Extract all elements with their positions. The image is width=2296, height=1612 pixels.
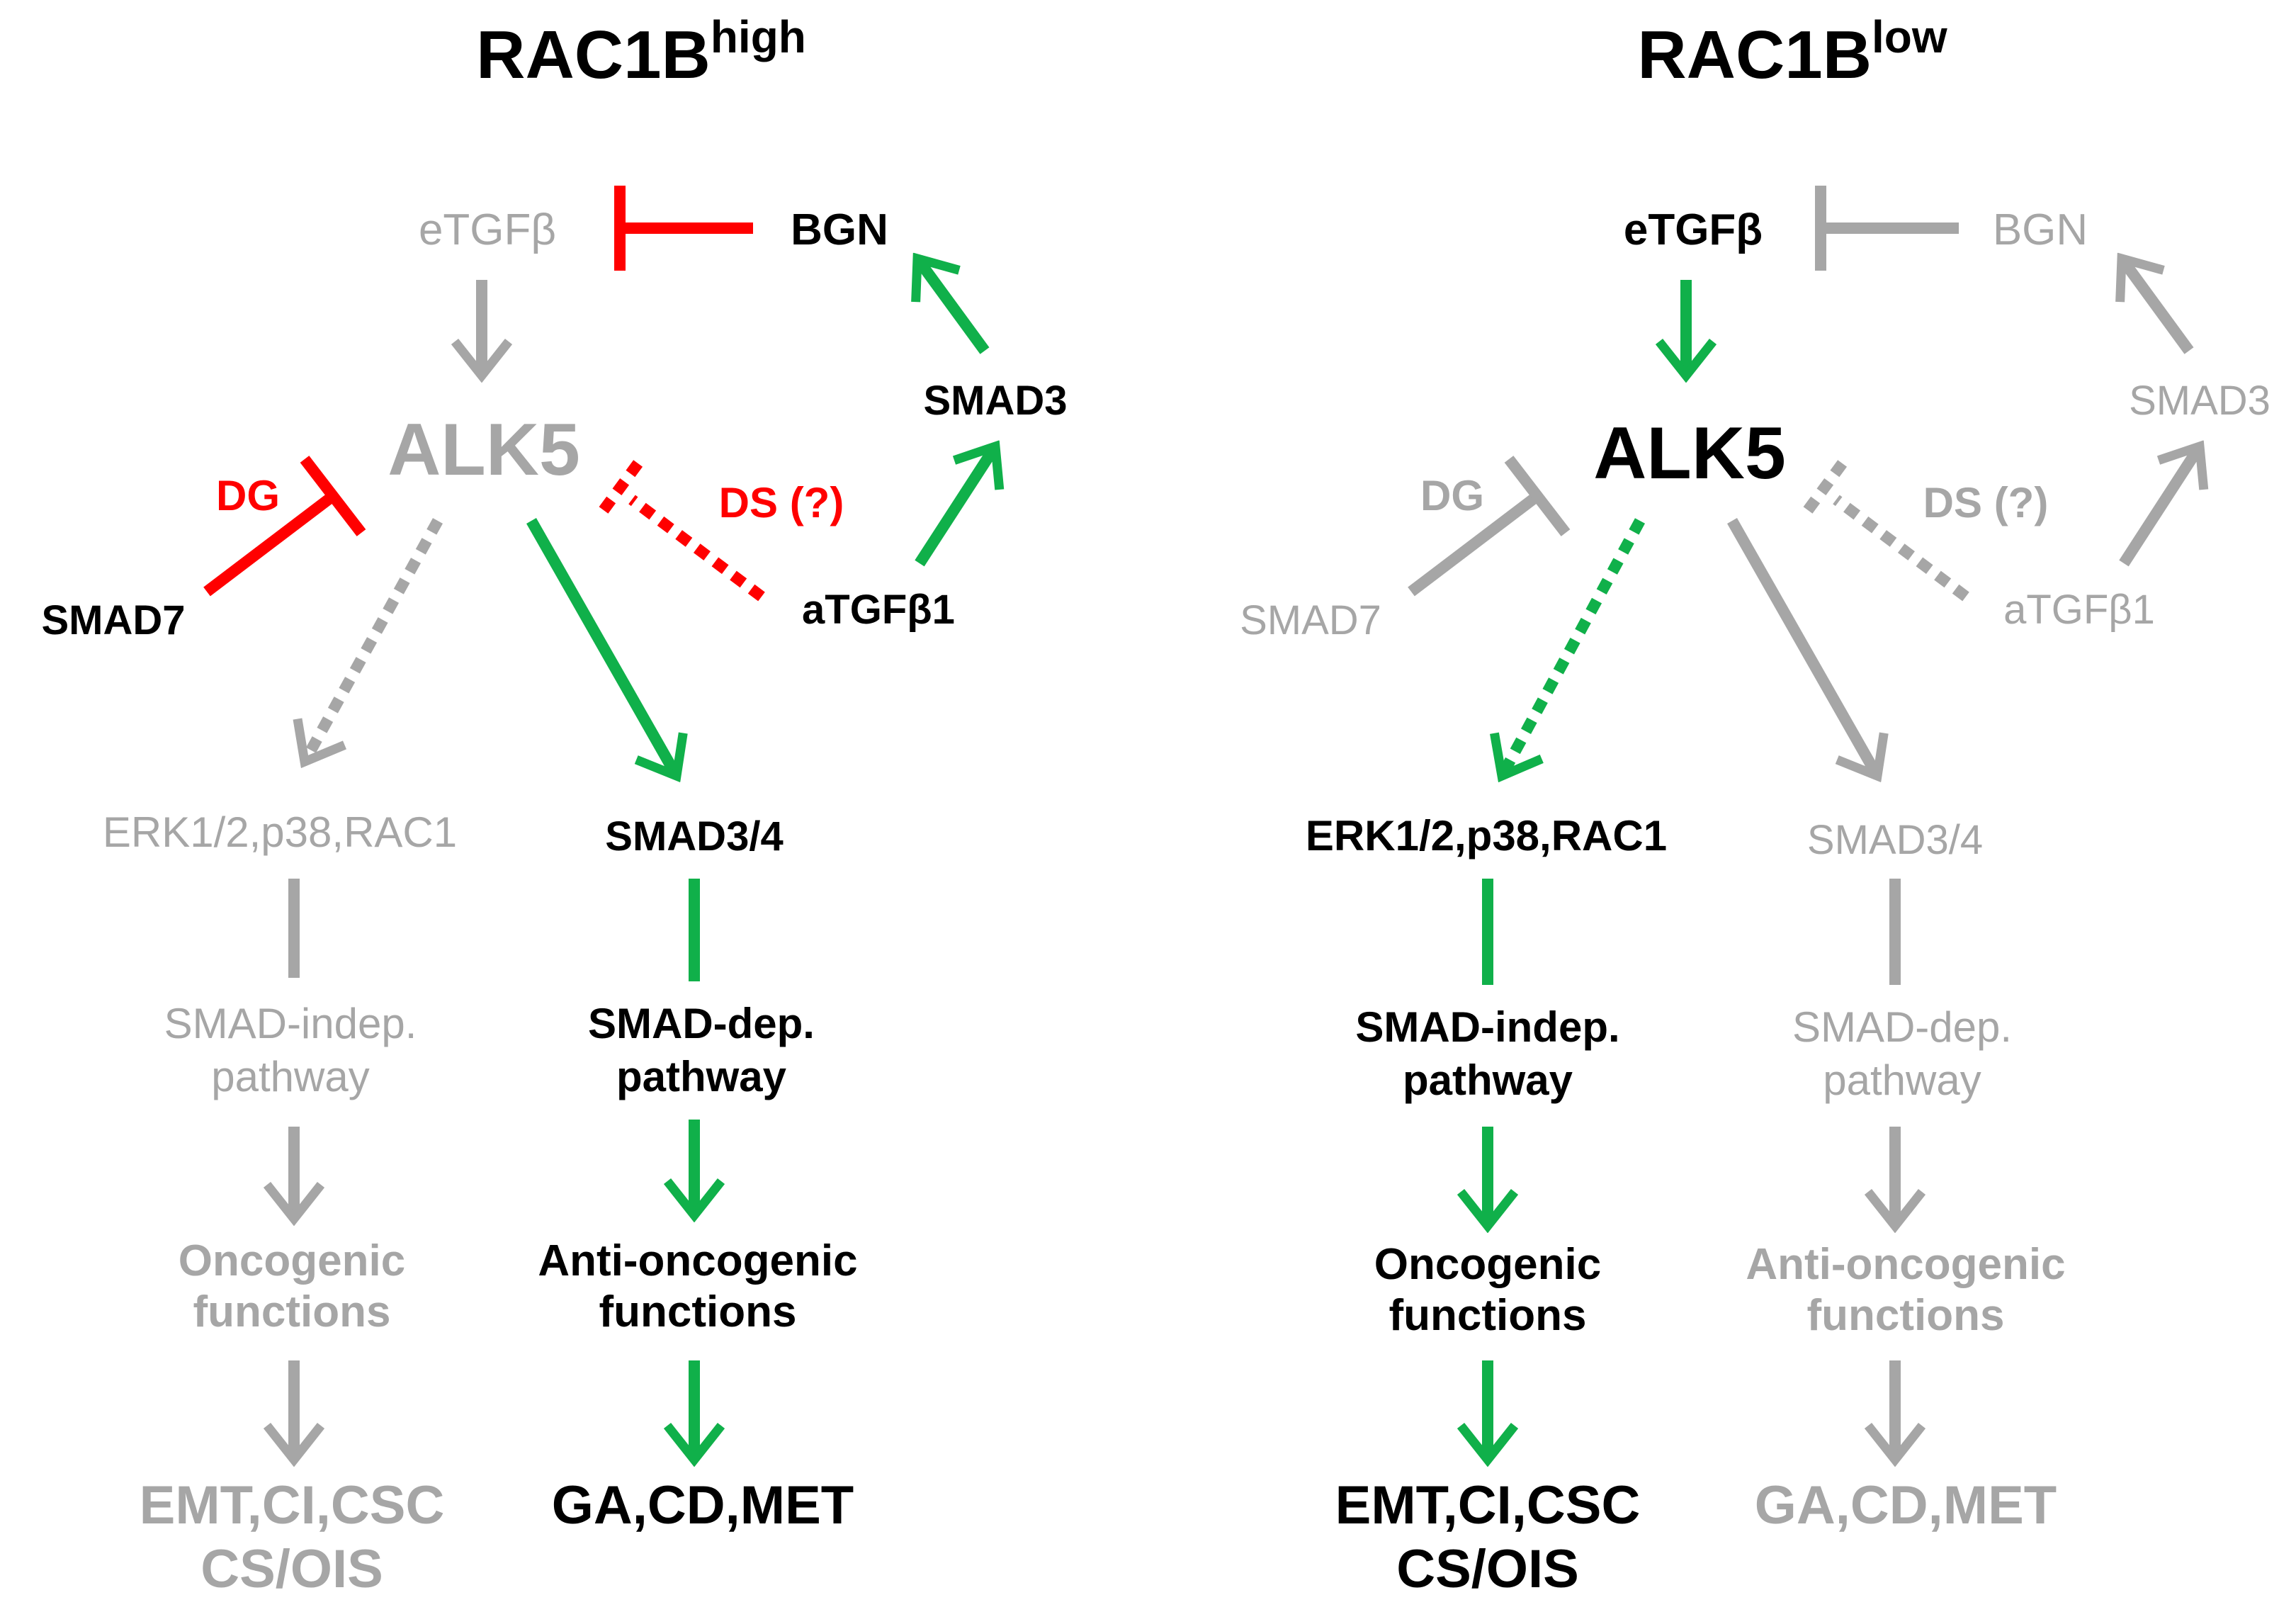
label-dg: DG xyxy=(216,472,280,519)
arrow-alk5-to-smad34 xyxy=(1727,518,1877,776)
node-smad7: SMAD7 xyxy=(1240,597,1381,643)
node-etgfb: eTGFβ xyxy=(1624,205,1763,254)
node-alk5: ALK5 xyxy=(1593,412,1786,495)
dashed-inhibit-atgfb1-alk5 xyxy=(599,456,765,602)
panel-title: RAC1Bhigh xyxy=(476,11,806,93)
node-smad-dep-line1: SMAD-dep. xyxy=(588,1000,815,1047)
arrow-atgfb1-to-smad3 xyxy=(915,446,995,567)
node-smad-indep-line1: SMAD-indep. xyxy=(1355,1003,1619,1051)
node-emt-line2: CS/OIS xyxy=(200,1539,383,1599)
node-alk5: ALK5 xyxy=(388,409,580,491)
node-oncogenic-line1: Oncogenic xyxy=(179,1236,405,1285)
node-oncogenic-line2: functions xyxy=(193,1287,391,1336)
arrow-smad3-to-bgn xyxy=(2122,259,2194,354)
panel-rac1b-low: RAC1Blow eTGFβ BGN ALK5 SMAD3 DG DS ( xyxy=(1240,11,2270,1599)
node-oncogenic-line1: Oncogenic xyxy=(1374,1240,1601,1289)
dashed-arrow-alk5-to-erk xyxy=(305,518,443,762)
node-atgfb1: aTGFβ1 xyxy=(802,587,955,633)
inhibit-smad7-alk5 xyxy=(1408,456,1571,597)
node-bgn: BGN xyxy=(791,205,888,254)
node-antioncogenic-line1: Anti-oncogenic xyxy=(538,1236,857,1285)
inhibit-smad7-alk5 xyxy=(203,456,366,597)
node-smad34: SMAD3/4 xyxy=(605,813,783,859)
node-erk: ERK1/2,p38,RAC1 xyxy=(103,808,457,856)
node-oncogenic-line2: functions xyxy=(1389,1291,1587,1340)
arrow-smad3-to-bgn xyxy=(917,259,990,354)
inhibit-bgn-etgfb xyxy=(1815,186,1959,271)
node-antioncogenic-line2: functions xyxy=(1807,1291,2005,1340)
label-dg: DG xyxy=(1420,472,1484,519)
node-bgn: BGN xyxy=(1993,205,2088,254)
panel-title-base: RAC1B xyxy=(1637,17,1872,93)
node-smad-dep-line1: SMAD-dep. xyxy=(1792,1003,2012,1051)
node-smad-indep-line1: SMAD-indep. xyxy=(164,1000,417,1047)
panel-rac1b-high: RAC1Bhigh eTGFβ BGN ALK5 SMAD3 DG DS xyxy=(41,11,1067,1599)
panel-title: RAC1Blow xyxy=(1637,11,1947,93)
node-etgfb: eTGFβ xyxy=(419,205,556,254)
node-smad3: SMAD3 xyxy=(2129,378,2270,424)
node-smad-dep-line2: pathway xyxy=(616,1053,787,1100)
node-smad-dep-line2: pathway xyxy=(1823,1056,1981,1104)
node-emt-line2: CS/OIS xyxy=(1396,1539,1579,1599)
node-ga-cd-met: GA,CD,MET xyxy=(1755,1475,2057,1535)
node-smad34: SMAD3/4 xyxy=(1807,817,1983,863)
dashed-inhibit-atgfb1-alk5 xyxy=(1803,456,1969,602)
panel-title-base: RAC1B xyxy=(476,17,711,93)
label-ds: DS (?) xyxy=(719,479,844,526)
node-smad-indep-line2: pathway xyxy=(1403,1056,1573,1104)
panel-title-superscript: high xyxy=(711,11,806,62)
node-emt-line1: EMT,CI,CSC xyxy=(140,1475,445,1535)
arrow-atgfb1-to-smad3 xyxy=(2119,446,2200,567)
label-ds: DS (?) xyxy=(1923,479,2049,526)
node-atgfb1: aTGFβ1 xyxy=(2003,587,2155,633)
inhibit-bgn-etgfb xyxy=(614,186,753,271)
dashed-arrow-alk5-to-erk xyxy=(1502,518,1646,776)
node-smad-indep-line2: pathway xyxy=(211,1053,369,1100)
arrow-alk5-to-smad34 xyxy=(526,518,677,776)
node-antioncogenic-line2: functions xyxy=(599,1287,797,1336)
node-smad7: SMAD7 xyxy=(41,597,185,643)
node-erk: ERK1/2,p38,RAC1 xyxy=(1306,812,1667,859)
node-antioncogenic-line1: Anti-oncogenic xyxy=(1746,1240,2065,1289)
node-emt-line1: EMT,CI,CSC xyxy=(1335,1475,1641,1535)
node-smad3: SMAD3 xyxy=(923,378,1067,424)
panel-title-superscript: low xyxy=(1872,11,1947,62)
node-ga-cd-met: GA,CD,MET xyxy=(552,1475,854,1535)
